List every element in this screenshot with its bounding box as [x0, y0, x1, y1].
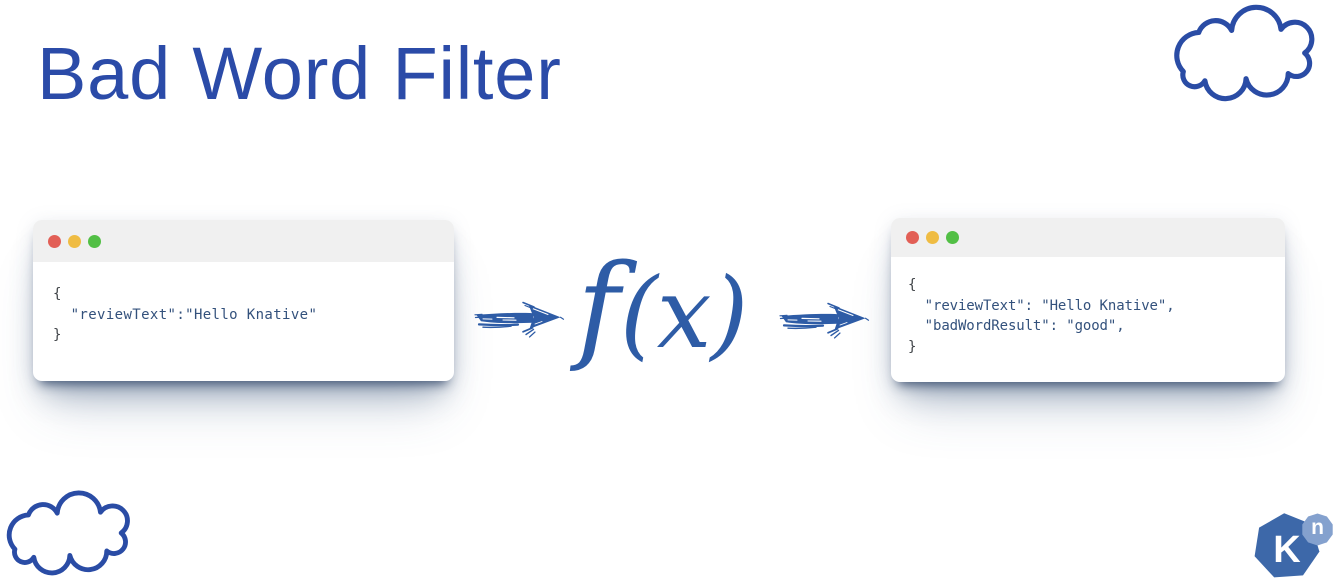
- knative-logo: K n: [1254, 513, 1333, 578]
- arrow-sketch-stroke: [522, 301, 535, 308]
- arrow-sketch-stroke: [830, 329, 840, 337]
- function-f: f: [577, 240, 620, 375]
- zoom-button-icon: [946, 231, 959, 244]
- arrow-head-sketch-strokes: [827, 302, 870, 339]
- arrow-white-streaks: [482, 308, 549, 325]
- code-line: "badWordResult": "good",: [908, 318, 1125, 334]
- arrow-sketch-stroke: [532, 308, 549, 315]
- arrow-right-icon: [474, 301, 565, 338]
- arrow-head: [528, 304, 561, 329]
- code-line: }: [53, 327, 62, 343]
- arrow-white-streaks: [787, 309, 854, 326]
- output-json-window: { "reviewText": "Hello Knative", "badWor…: [891, 218, 1285, 382]
- function-args: (x): [619, 257, 748, 370]
- arrow-sketch-stroke: [827, 302, 840, 309]
- arrow-sketch-stroke: [839, 322, 848, 326]
- zoom-button-icon: [88, 234, 101, 248]
- logo-badge-decagon: [1302, 513, 1333, 546]
- close-button-icon: [48, 234, 61, 248]
- window-titlebar: [891, 218, 1285, 257]
- code-line: {: [908, 277, 917, 293]
- code-line: "reviewText":"Hello Knative": [53, 306, 318, 323]
- arrow-sketch-stroke: [864, 317, 870, 321]
- function-fx-label: f(x): [577, 240, 748, 375]
- arrow-sketch-stroke: [525, 328, 535, 336]
- arrow-sketch-stroke: [522, 326, 534, 333]
- arrow-sketch-stroke: [482, 325, 512, 329]
- code-line: "reviewText": "Hello Knative",: [908, 297, 1175, 314]
- arrow-sketch-stroke: [837, 309, 854, 316]
- arrow-sketch-stroke: [782, 324, 825, 328]
- json-code-block: { "reviewText":"Hello Knative" }: [33, 262, 454, 346]
- window-titlebar: [33, 220, 454, 262]
- logo-letter-k: K: [1273, 529, 1301, 571]
- minimize-button-icon: [926, 231, 939, 244]
- arrow-sketch-stroke: [477, 323, 520, 327]
- arrow-sketch-stroke: [787, 326, 817, 330]
- cloud-icon: [1174, 4, 1315, 102]
- minimize-button-icon: [68, 234, 81, 248]
- arrow-sketch-stroke: [528, 331, 536, 338]
- cloud-icon: [6, 490, 130, 576]
- logo-letter-n: n: [1311, 516, 1324, 539]
- arrow-head: [833, 305, 866, 330]
- input-json-window: { "reviewText":"Hello Knative" }: [33, 220, 454, 381]
- cloud-outline: [6, 490, 130, 576]
- close-button-icon: [906, 231, 919, 244]
- code-line: {: [53, 286, 62, 302]
- code-line: }: [908, 338, 917, 355]
- arrow-sketch-stroke: [833, 332, 841, 339]
- arrow-right-icon: [779, 302, 870, 339]
- arrow-sketch-stroke: [534, 321, 543, 325]
- page-title: Bad Word Filter: [37, 32, 562, 115]
- arrow-sketch-stroke: [827, 327, 839, 334]
- arrow-sketch-stroke: [829, 305, 839, 310]
- arrow-sketch-stroke: [559, 316, 565, 320]
- arrow-head-sketch-strokes: [522, 301, 565, 338]
- json-code-block: { "reviewText": "Hello Knative", "badWor…: [891, 257, 1285, 357]
- arrow-sketch-stroke: [524, 304, 534, 309]
- cloud-outline: [1174, 4, 1315, 102]
